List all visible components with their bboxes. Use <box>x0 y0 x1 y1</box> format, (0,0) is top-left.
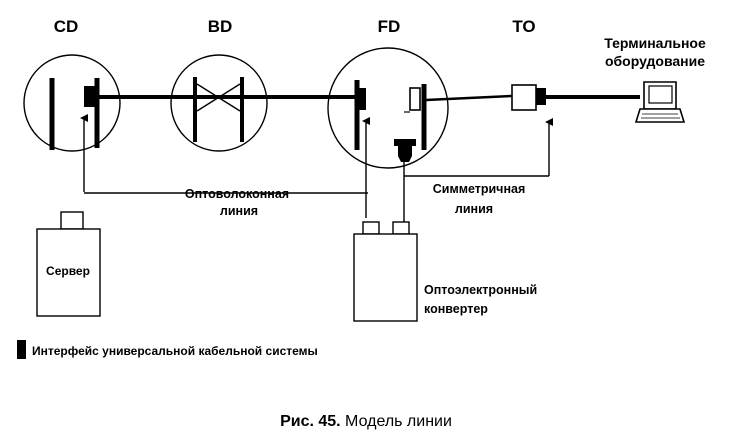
sym-line-label-1: Симметричная <box>433 182 526 196</box>
to-label: TO <box>512 17 535 36</box>
sym-line-label-2: линия <box>455 202 493 216</box>
server-label: Сервер <box>46 264 90 278</box>
optical-line-label-1: Оптоволоконная <box>185 187 289 201</box>
bd-cross-connect <box>196 83 241 112</box>
fd-interface-block <box>355 88 366 110</box>
fd-small-connector <box>409 87 421 111</box>
converter-label-line1: Оптоэлектронный <box>424 283 537 297</box>
converter-label-line2: конвертер <box>424 302 488 316</box>
figure-caption: Рис. 45. Модель линии <box>280 413 452 430</box>
caption-number: Рис. 45. <box>280 413 341 430</box>
cd-interface-block <box>84 86 95 107</box>
bd-circle <box>170 54 268 152</box>
cd-circle <box>23 54 121 152</box>
to-interface-block <box>536 88 546 105</box>
caption-title: Модель линии <box>341 413 452 430</box>
legend-label: Интерфейс универсальной кабельной систем… <box>32 344 318 358</box>
laptop-icon <box>634 81 686 123</box>
converter-port-right <box>392 221 410 235</box>
optical-line-label-2: линия <box>220 204 258 218</box>
server-box <box>36 228 101 317</box>
to-outlet-box <box>511 84 537 111</box>
converter-box <box>353 233 418 322</box>
fd-label: FD <box>378 17 401 36</box>
converter-port-left <box>362 221 380 235</box>
server-port <box>60 211 84 230</box>
bd-label: BD <box>208 17 233 36</box>
legend-interface-swatch <box>17 340 26 359</box>
terminal-label-line2: оборудование <box>605 53 705 69</box>
fd-coupler-icon <box>394 139 416 162</box>
fd-circle <box>327 47 449 169</box>
terminal-label-line1: Терминальное <box>604 35 706 51</box>
fd-to-cable <box>425 94 513 102</box>
cd-label: CD <box>54 17 79 36</box>
